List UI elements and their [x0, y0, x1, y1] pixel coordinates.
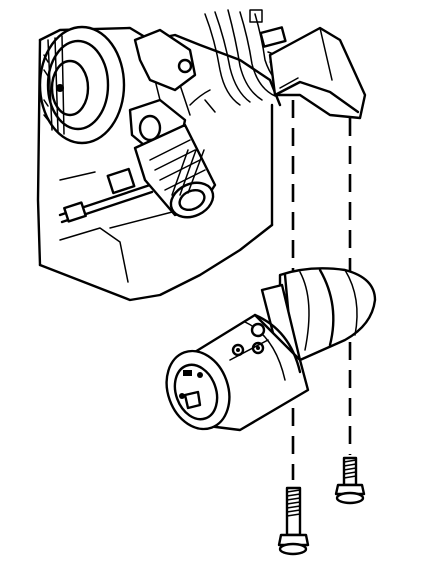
- starter-motor: [165, 267, 377, 432]
- pinion-housing: [133, 123, 217, 219]
- mount-flange: [268, 26, 367, 120]
- linkage-rod: [58, 167, 154, 224]
- mounting-bolt-front: [277, 486, 310, 556]
- mounting-bolt-rear: [334, 456, 366, 505]
- flywheel: [38, 25, 126, 145]
